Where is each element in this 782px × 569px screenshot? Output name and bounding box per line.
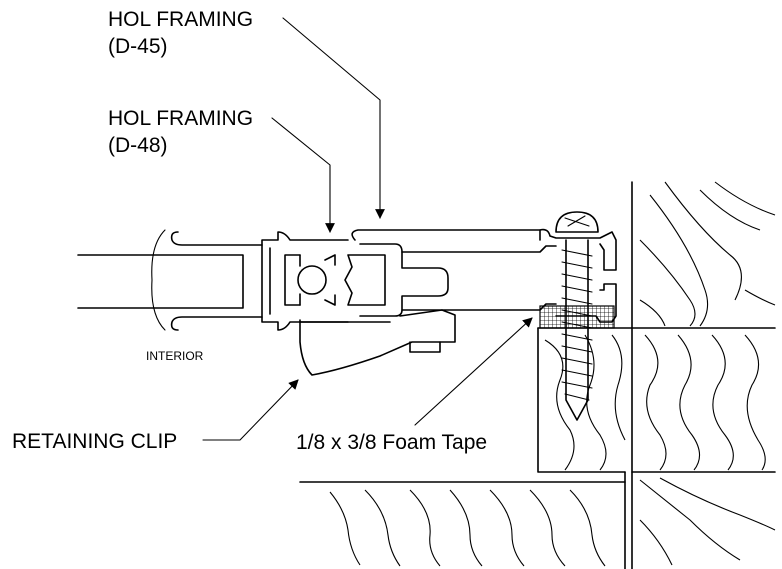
label-retaining-clip: RETAINING CLIP (12, 430, 177, 453)
leader-d48 (271, 117, 335, 233)
label-hol-framing-d45-line2: (D-45) (108, 35, 168, 58)
label-hol-framing-d45-line1: HOL FRAMING (108, 8, 253, 31)
label-hol-framing-d48-line1: HOL FRAMING (108, 107, 253, 130)
hol-framing-d48-profile (170, 231, 386, 331)
hol-framing-d45-profile (351, 228, 617, 323)
wood-bottom-sill (299, 481, 626, 567)
screw (555, 211, 599, 421)
wood-upper-right-block (631, 181, 776, 329)
leader-d45 (282, 17, 385, 219)
label-foam-tape: 1/8 x 3/8 Foam Tape (296, 431, 487, 454)
leader-retaining-clip (202, 379, 299, 441)
foam-tape (539, 305, 615, 329)
label-interior: INTERIOR (146, 349, 204, 363)
retaining-clip-part (299, 309, 456, 376)
label-hol-framing-d48-line2: (D-48) (108, 134, 168, 157)
wood-lower-block (537, 327, 776, 569)
leader-foam-tape (414, 317, 533, 426)
glass-pane (77, 229, 244, 331)
